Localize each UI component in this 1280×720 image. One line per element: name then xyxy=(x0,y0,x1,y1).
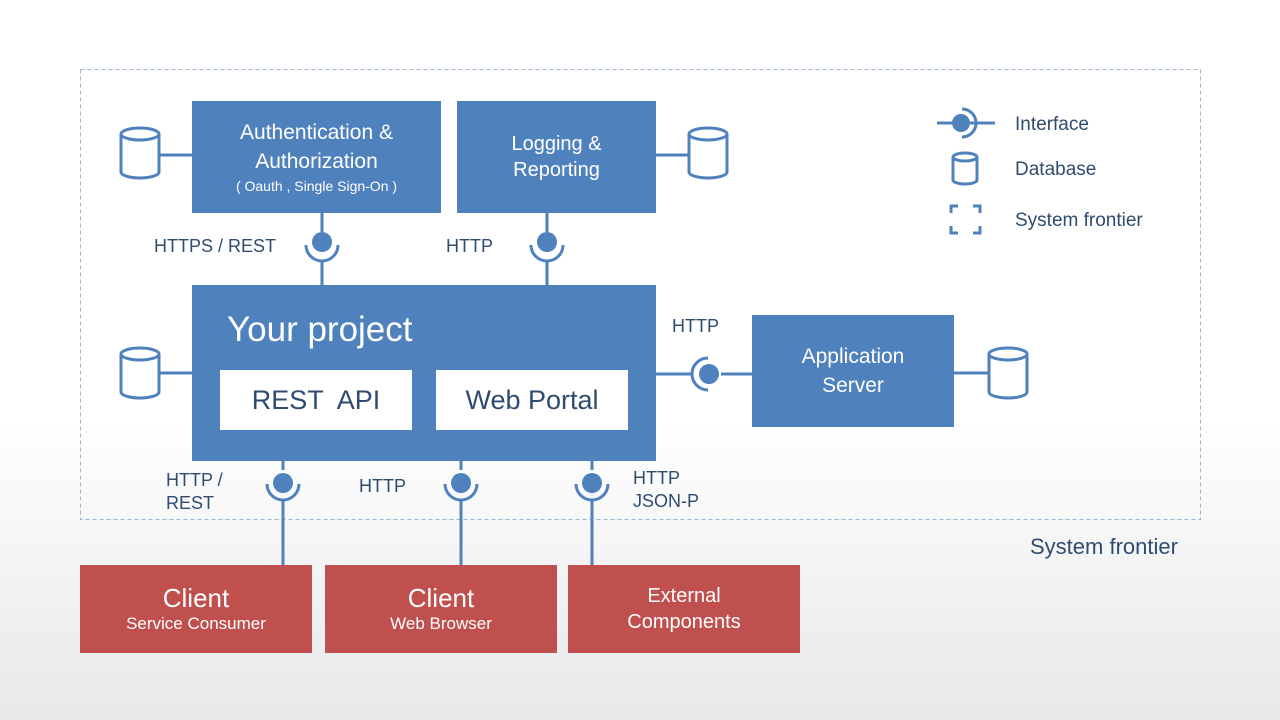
external-components-box: External Components xyxy=(568,565,800,653)
legend-database-label: Database xyxy=(1015,159,1097,180)
project-database-icon xyxy=(119,346,161,400)
http-logging-label: HTTP xyxy=(446,236,493,256)
app-server-box: Application Server xyxy=(752,315,954,427)
browser-interface-icon xyxy=(451,473,471,493)
auth-interface-icon xyxy=(312,232,332,252)
client-browser-box: Client Web Browser xyxy=(325,565,557,653)
logging-title-1: Logging & xyxy=(511,133,602,155)
consumer-interface-icon xyxy=(273,473,293,493)
logging-interface-icon xyxy=(537,232,557,252)
system-frontier-caption: System frontier xyxy=(1030,534,1178,559)
rest-api-box: REST API xyxy=(220,370,412,430)
project-title: Your project xyxy=(227,310,413,349)
legend-interface-label: Interface xyxy=(1015,114,1089,135)
external-interface-icon xyxy=(582,473,602,493)
auth-database-icon xyxy=(119,126,161,180)
legend-database-icon xyxy=(951,151,979,186)
http-rest-label-2: REST xyxy=(166,493,215,513)
logging-box: Logging & Reporting xyxy=(457,101,656,213)
legend-frontier-icon xyxy=(949,204,982,235)
system-frontier-border xyxy=(80,69,1201,520)
app-interface-socket xyxy=(690,356,709,392)
http-app-server-label: HTTP xyxy=(672,316,719,336)
client-consumer-title: Client xyxy=(162,583,230,613)
auth-subtitle: ( Oauth , Single Sign-On ) xyxy=(235,178,398,194)
http-rest-label-1: HTTP / xyxy=(166,470,223,490)
legend-frontier-label: System frontier xyxy=(1015,210,1143,231)
client-consumer-subtitle: Service Consumer xyxy=(126,614,266,633)
web-portal-box: Web Portal xyxy=(436,370,628,430)
http-browser-label: HTTP xyxy=(359,476,406,496)
https-rest-label: HTTPS / REST xyxy=(154,236,277,256)
legend-interface-icon xyxy=(937,107,995,139)
client-consumer-box: Client Service Consumer xyxy=(80,565,312,653)
app-interface-icon xyxy=(699,364,719,384)
client-browser-subtitle: Web Browser xyxy=(390,614,492,633)
app-server-title-1: Application xyxy=(801,345,905,368)
app-server-database-icon xyxy=(987,346,1029,400)
logging-title-2: Reporting xyxy=(513,159,600,181)
auth-box: Authentication & Authorization ( Oauth ,… xyxy=(192,101,441,213)
http-jsonp-label-1: HTTP xyxy=(633,468,680,488)
auth-title-2: Authorization xyxy=(255,150,378,173)
logging-database-icon xyxy=(687,126,729,180)
client-browser-title: Client xyxy=(407,583,475,613)
auth-title-1: Authentication & xyxy=(240,121,393,144)
app-server-title-2: Server xyxy=(822,374,884,397)
external-title-1: External xyxy=(647,585,721,607)
external-title-2: Components xyxy=(627,611,741,633)
http-jsonp-label-2: JSON-P xyxy=(633,491,700,511)
